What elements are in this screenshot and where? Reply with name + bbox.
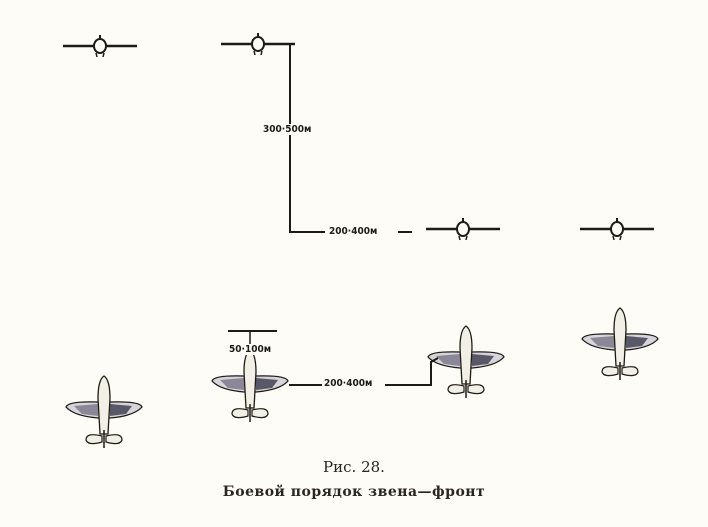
bottom-vertical-distance-label: 50·100м: [228, 344, 273, 355]
aircraft-front-view-1: [61, 33, 139, 59]
aircraft-top-view-2: [211, 349, 289, 423]
aircraft-top-view-4: [581, 307, 659, 381]
figure-title: Боевой порядок звена—фронт: [222, 484, 486, 500]
figure-number: Рис. 28.: [323, 458, 385, 476]
aircraft-front-view-3: [424, 216, 502, 242]
top-horizontal-distance-label: 200·400м: [328, 226, 379, 237]
aircraft-front-view-4: [578, 216, 656, 242]
aircraft-top-view-3: [427, 325, 505, 399]
top-distance-line: [270, 43, 325, 233]
bottom-horizontal-distance-label: 200·400м: [323, 378, 374, 389]
aircraft-top-view-1: [65, 375, 143, 449]
top-vertical-distance-label: 300·500м: [262, 124, 313, 135]
bottom-distance-line-right: [385, 357, 439, 386]
